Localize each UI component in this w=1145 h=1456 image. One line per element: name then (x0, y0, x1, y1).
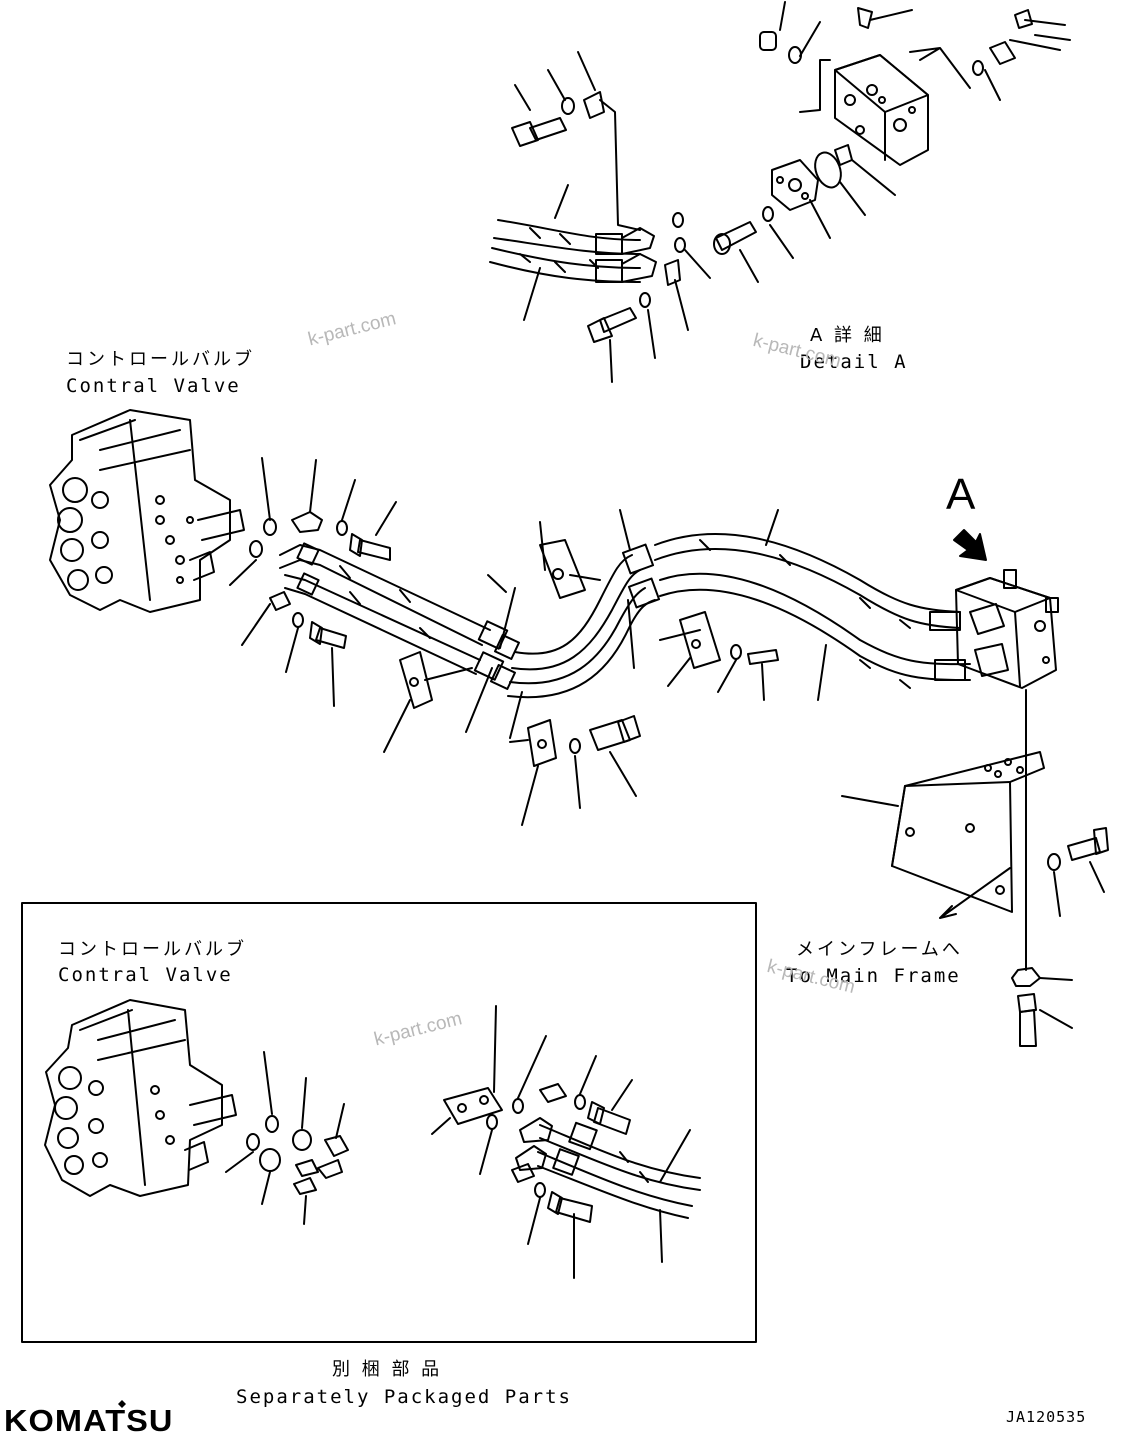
main-frame-label-en: To Main Frame (786, 965, 961, 987)
drawing-code: JA120535 (1006, 1408, 1087, 1426)
brand-dot-icon (118, 1400, 126, 1408)
inset-flange (443, 1087, 503, 1125)
view-marker-label: A (946, 470, 976, 519)
control-valve-label-en: Contral Valve (66, 375, 241, 397)
separately-packaged-box (21, 902, 757, 1343)
detail-hose-pair (489, 219, 657, 283)
bolt-valve-side (349, 533, 391, 561)
hose-clamp-1 (539, 539, 586, 599)
hose-clamp-3 (399, 651, 433, 709)
bolt-lower-valve (309, 621, 347, 649)
bolt-middle (589, 715, 641, 751)
mounting-bracket (891, 751, 1045, 913)
inset-control-valve-label-en: Contral Valve (58, 964, 233, 986)
right-valve-block (955, 569, 1059, 689)
detail-label-en: Detail A (800, 351, 908, 373)
bracket-bolt (1067, 827, 1109, 861)
inset-control-valve (44, 999, 237, 1197)
control-valve-label-jp: コントロールバルブ (66, 349, 255, 370)
main-hose-assembly (279, 533, 971, 699)
bolt-detail (713, 221, 757, 255)
main-frame-label-jp: メインフレームへ (796, 939, 963, 960)
hose-clamp-2 (679, 611, 721, 669)
cap-fitting (759, 31, 777, 51)
bolt-lower-detail (587, 307, 637, 343)
control-valve-main (49, 409, 245, 613)
hose-clamp-4 (527, 719, 557, 767)
nut (1011, 967, 1041, 987)
inset-hose-pair (515, 1117, 701, 1219)
clamp-half (291, 511, 323, 533)
detail-label-jp: A 詳 細 (810, 325, 885, 346)
bolt-vertical (1017, 993, 1037, 1047)
detail-valve-block (834, 54, 929, 166)
split-flange (771, 159, 819, 211)
detail-a-group (489, 1, 1071, 383)
inset-bolt-upper (587, 1101, 631, 1135)
separate-parts-label-jp: 別 梱 部 品 (332, 1359, 443, 1380)
inset-bolt-lower (547, 1191, 593, 1223)
separate-parts-label-en: Separately Packaged Parts (236, 1386, 572, 1408)
brand-logo: KOMATSU (4, 1403, 174, 1438)
inset-control-valve-label-jp: コントロールバルブ (58, 939, 247, 960)
bolt-top-left (511, 117, 567, 147)
main-frame-arrow-icon (939, 867, 1011, 919)
view-arrow-icon (953, 529, 987, 561)
